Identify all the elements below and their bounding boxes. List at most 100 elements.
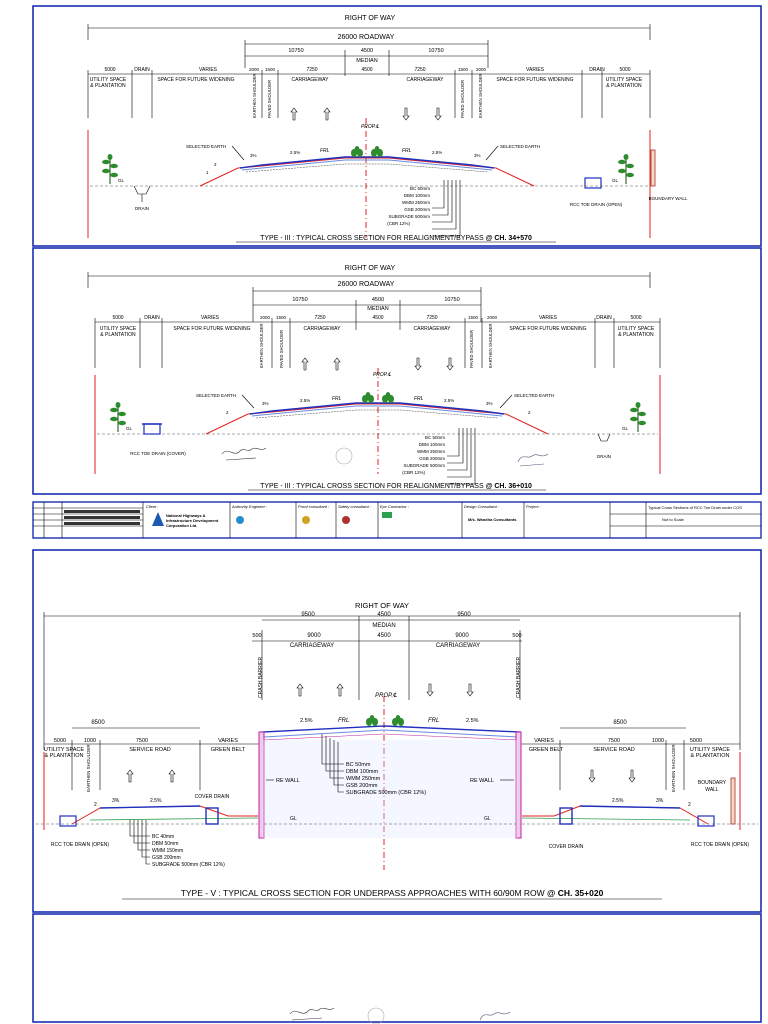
client-name-line1: National Highways &: [166, 513, 206, 518]
prop-centerline-label: PROP.℄: [361, 124, 380, 130]
paved-shoulder-left: PAVED SHOULDER: [279, 330, 284, 368]
traffic-up-arrow-icon: [126, 769, 134, 783]
selected-earth-left: SELECTED EARTH: [186, 144, 226, 149]
width-8500-left: 8500: [91, 720, 105, 726]
tree-icon: [109, 401, 127, 433]
safety-consultant-label: Safety consultant :: [338, 504, 371, 509]
drain-dim-right: DRAIN: [589, 67, 605, 73]
safety-logo: [342, 516, 350, 524]
traffic-down-arrow-icon: [426, 683, 434, 697]
boundary-wall-label: BOUNDARY WALL: [649, 196, 688, 201]
authority-engineer-label: Authority Engineer :: [231, 504, 267, 509]
boundary-wall: [650, 149, 656, 187]
traffic-up-arrow-icon: [168, 769, 176, 783]
gl-label-left: GL: [118, 178, 125, 183]
nhidcl-logo: [152, 512, 164, 526]
drain-dim-left: DRAIN: [134, 67, 150, 73]
crash-barrier-right: CRASH BARRIER: [516, 656, 522, 698]
width-500-left: 500: [252, 633, 261, 639]
re-wall-left: [258, 731, 265, 839]
slope-2p5pct-right: 2.5%: [444, 398, 454, 403]
width-5000-left: 5000: [54, 738, 66, 744]
layer-gsb: GSB 200mm: [404, 207, 430, 212]
slope-2p5pct-left: 2.5%: [150, 798, 162, 804]
design-consultant-label: Design Consultant :: [464, 504, 499, 509]
traffic-up-arrow-icon: [290, 107, 298, 121]
plantation-right: & PLANTATION: [606, 83, 642, 89]
width-1000-right: 1000: [652, 738, 664, 744]
right-of-way-label: RIGHT OF WAY: [355, 601, 409, 610]
drawing-title: Typical Cross Sections of RCC Toe Drain …: [648, 505, 742, 510]
rcc-toe-drain: [584, 177, 602, 189]
plantation-left: & PLANTATION: [45, 753, 84, 759]
cover-drain-left: [205, 807, 219, 825]
width-2000-left: 2000: [260, 315, 271, 320]
width-4500-median: 4500: [361, 67, 372, 73]
width-4500: 4500: [361, 48, 373, 54]
slope-ratio-2-left: 2: [94, 802, 97, 808]
slope-ratio-2-right: 2: [688, 802, 691, 808]
layer-subgrade: SUBGRADE 500mm: [403, 463, 445, 468]
traffic-down-arrow-icon: [434, 107, 442, 121]
section-title: TYPE - V : TYPICAL CROSS SECTION FOR UND…: [181, 888, 604, 898]
traffic-up-arrow-icon: [296, 683, 304, 697]
width-1500-left: 1500: [265, 67, 276, 72]
section-type-iii-ch36010: RIGHT OF WAY 26000 ROADWAY 10750 4500 10…: [32, 247, 762, 495]
utility-space-left: UTILITY SPACE: [100, 326, 137, 332]
tree-icon: [629, 401, 647, 433]
width-9500-right: 9500: [457, 612, 471, 618]
width-9500-left: 9500: [301, 612, 315, 618]
pavement-layers: [239, 156, 495, 169]
layer-dbm: DBM 100mm: [346, 769, 379, 775]
signature-panel: [32, 913, 762, 1024]
varies-right: VARIES: [526, 67, 545, 73]
width-4500-median: 4500: [372, 315, 383, 321]
width-4500: 4500: [377, 633, 391, 639]
utility-space-right: UTILITY SPACE: [606, 77, 643, 83]
slope-2p5pct-left: 2.5%: [290, 150, 300, 155]
traffic-up-arrow-icon: [323, 107, 331, 121]
width-8500-right: 8500: [613, 720, 627, 726]
gl-label-left: GL: [126, 426, 133, 431]
rcc-toe-drain-left: [59, 815, 77, 827]
frl-label-right: FRL: [428, 718, 439, 724]
traffic-down-arrow-icon: [628, 769, 636, 783]
varies-right: VARIES: [539, 315, 558, 321]
frl-label-right: FRL: [402, 148, 412, 154]
paved-shoulder-left: PAVED SHOULDER: [267, 80, 272, 118]
proof-consultant-label: Proof consultant :: [298, 504, 329, 509]
boundary-label: BOUNDARY: [698, 780, 727, 786]
width-10750-left: 10750: [292, 297, 307, 303]
client-name-line2: Infrastructure Development: [166, 518, 219, 523]
service-layer-bc: BC 40mm: [152, 834, 174, 840]
layer-wmm: WMM 250mm: [402, 200, 430, 205]
drain-label: DRAIN: [597, 454, 611, 459]
client-label: Client :: [146, 504, 158, 509]
section-type-v-ch35020: RIGHT OF WAY 9500 4500 9500 MEDIAN 500 9…: [32, 549, 762, 913]
width-5000-right: 5000: [690, 738, 702, 744]
signature-right: [479, 1011, 511, 1021]
drain-label: DRAIN: [135, 206, 149, 211]
drain-dim-right: DRAIN: [596, 315, 612, 321]
layer-subgrade: SUBGRADE 500mm: [388, 214, 430, 219]
tree-icon: [101, 153, 119, 185]
width-1000-left: 1000: [84, 738, 96, 744]
future-widening-right: SPACE FOR FUTURE WIDENING: [509, 326, 586, 332]
traffic-down-arrow-icon: [402, 107, 410, 121]
re-wall-label-right: RE WALL: [470, 778, 494, 784]
slope-2p5pct-right: 2.5%: [612, 798, 624, 804]
service-layer-gsb: GSB 200mm: [152, 855, 181, 861]
cover-drain-label-left: COVER DRAIN: [195, 794, 230, 800]
roadway-width-label: 26000 ROADWAY: [338, 34, 395, 41]
width-7250-left: 7250: [314, 315, 325, 321]
earthen-shoulder-right: EARTHEN SHOULDER: [671, 744, 676, 792]
median-shrub-icon: [351, 146, 363, 157]
layer-leaders: [431, 179, 461, 237]
plantation-right: & PLANTATION: [691, 753, 730, 759]
traffic-up-arrow-icon: [336, 683, 344, 697]
slope-2p5pct-main-right: 2.5%: [466, 718, 479, 724]
slope-2p5pct-main-left: 2.5%: [300, 718, 313, 724]
plantation-right: & PLANTATION: [618, 332, 654, 338]
width-5000-left: 5000: [104, 67, 115, 73]
drain-dim-left: DRAIN: [144, 315, 160, 321]
